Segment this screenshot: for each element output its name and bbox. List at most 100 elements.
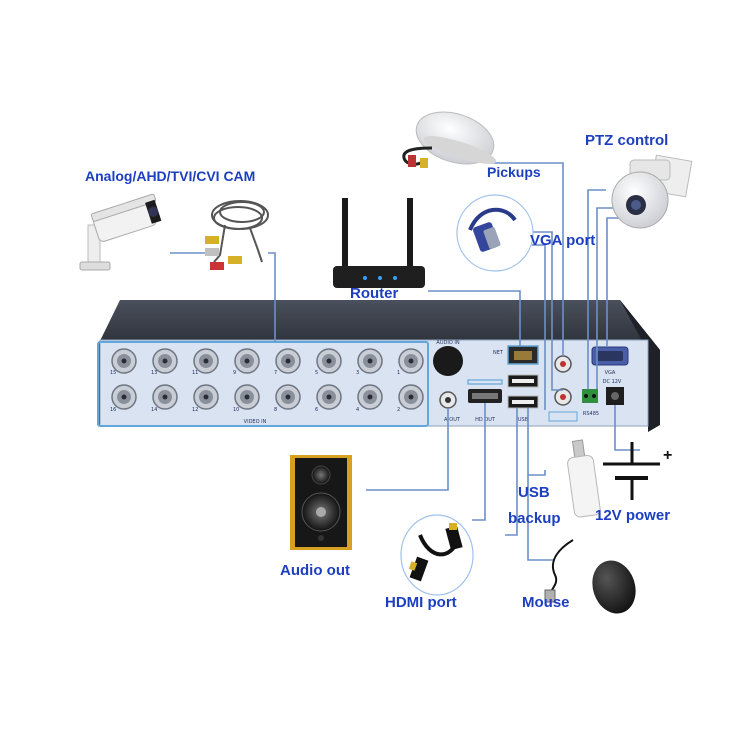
camera-mount-base (79, 261, 111, 271)
rs485-screw-1 (584, 394, 588, 398)
audio-in-text: AUDIO IN (436, 340, 459, 346)
bnc-channel-number: 11 (192, 370, 198, 376)
router-antenna-right (407, 198, 413, 270)
bnc-channel-number: 6 (315, 407, 318, 413)
bnc-connector-pin (162, 358, 168, 364)
bnc-plug-1 (205, 236, 219, 244)
usb-line-2 (527, 408, 546, 476)
cable-to-bnc-line (268, 252, 276, 342)
pickup-microphone-icon (402, 111, 497, 168)
ptz-line-1 (587, 189, 606, 389)
usb-flash-drive-icon (567, 439, 601, 518)
router-icon (333, 198, 425, 288)
cable-lead-1 (213, 224, 226, 263)
bnc-channel-number: 8 (274, 407, 277, 413)
bnc-connector-pin (408, 394, 414, 400)
bnc-connector-pin (326, 394, 332, 400)
router-led-1 (363, 276, 367, 280)
hdmi-line (472, 403, 486, 521)
bnc-connector-pin (408, 358, 414, 364)
vga-cable-line-2 (532, 244, 546, 410)
vga-cable-icon (456, 194, 534, 272)
router-to-net-line (428, 290, 521, 346)
bnc-channel-number: 10 (233, 407, 239, 413)
video-in-highlight (97, 341, 429, 427)
speaker-port (318, 535, 324, 541)
camera-label: Analog/AHD/TVI/CVI CAM (85, 168, 256, 184)
mouse-cable (548, 539, 574, 599)
bnc-connector-pin (203, 394, 209, 400)
mouse-line (527, 475, 555, 561)
hdmi-plug-1 (409, 556, 429, 582)
vga-cable-cord (468, 207, 517, 231)
dc-power-jack-pin (611, 392, 619, 400)
bnc-plug-2 (205, 248, 219, 256)
audio-out-label: Audio out (280, 562, 350, 579)
hdmi-port-label: HDMI port (385, 594, 457, 611)
bnc-channel-number: 9 (233, 370, 236, 376)
bnc-channel-number: 4 (356, 407, 359, 413)
bullet-camera-icon (79, 193, 162, 271)
cable-lead-2 (249, 227, 263, 263)
audio-in-highlight (548, 411, 578, 422)
bnc-connector-pin (367, 358, 373, 364)
bnc-plug-3 (228, 256, 242, 264)
usb-line-1 (505, 408, 518, 536)
mouse-label: Mouse (522, 594, 570, 611)
hdmi-port-inner (472, 393, 498, 399)
bnc-channel-number: 15 (110, 370, 116, 376)
bnc-channel-number: 5 (315, 370, 318, 376)
rs485-screw-2 (592, 394, 596, 398)
bnc-channel-number: 12 (192, 407, 198, 413)
bnc-connector-pin (244, 394, 250, 400)
hdmi-plug-2 (445, 525, 463, 551)
bnc-channel-number: 7 (274, 370, 277, 376)
ptz-line-2 (596, 207, 615, 389)
router-antenna-left (342, 198, 348, 270)
pickups-line (488, 162, 564, 356)
vga-text: VGA (605, 370, 616, 376)
camera-lens (148, 206, 159, 217)
router-led-2 (378, 276, 382, 280)
router-led-3 (393, 276, 397, 280)
speaker-tweeter (311, 465, 331, 485)
bnc-channel-number: 3 (356, 370, 359, 376)
usb-text: USB (518, 417, 529, 423)
hdmi-plug-2-tip (449, 523, 457, 530)
rs485-terminal (582, 389, 598, 403)
power-plug-red (210, 262, 224, 270)
bnc-connector-pin (121, 394, 127, 400)
speaker-icon (290, 455, 352, 550)
ptz-camera-icon (611, 154, 693, 229)
mic-plug-gold (420, 158, 428, 168)
bnc-connector-pin (285, 358, 291, 364)
bnc-connector-pin (121, 358, 127, 364)
usb-port-1-tongue (512, 379, 534, 383)
backup-label: backup (508, 510, 561, 527)
cable-coil-middle (213, 206, 263, 230)
audio-in-port-2-pin (560, 394, 566, 400)
hdmi-plug-1-tip (408, 561, 418, 571)
usb-label: USB (518, 484, 550, 501)
plus-sign: + (663, 447, 672, 464)
dc-power-symbol-icon (603, 442, 660, 500)
speaker-dustcap (316, 507, 326, 517)
dc-text: DC 12V (603, 379, 622, 385)
usb-drive-body (567, 454, 601, 518)
usb-port-2-tongue (512, 400, 534, 404)
bnc-channel-number: 14 (151, 407, 157, 413)
bnc-channel-number: 16 (110, 407, 116, 413)
bnc-cable-icon (211, 200, 269, 263)
hdmi-highlight (467, 379, 503, 385)
audio-out-line (366, 408, 449, 491)
net-port-contacts (514, 351, 532, 360)
fan-port (433, 346, 463, 376)
mouse-icon (544, 539, 636, 614)
bnc-connector-pin (203, 358, 209, 364)
ptz-lens (631, 200, 641, 210)
hdmi-cable-icon (400, 514, 474, 596)
audio-out-port-pin (445, 397, 451, 403)
